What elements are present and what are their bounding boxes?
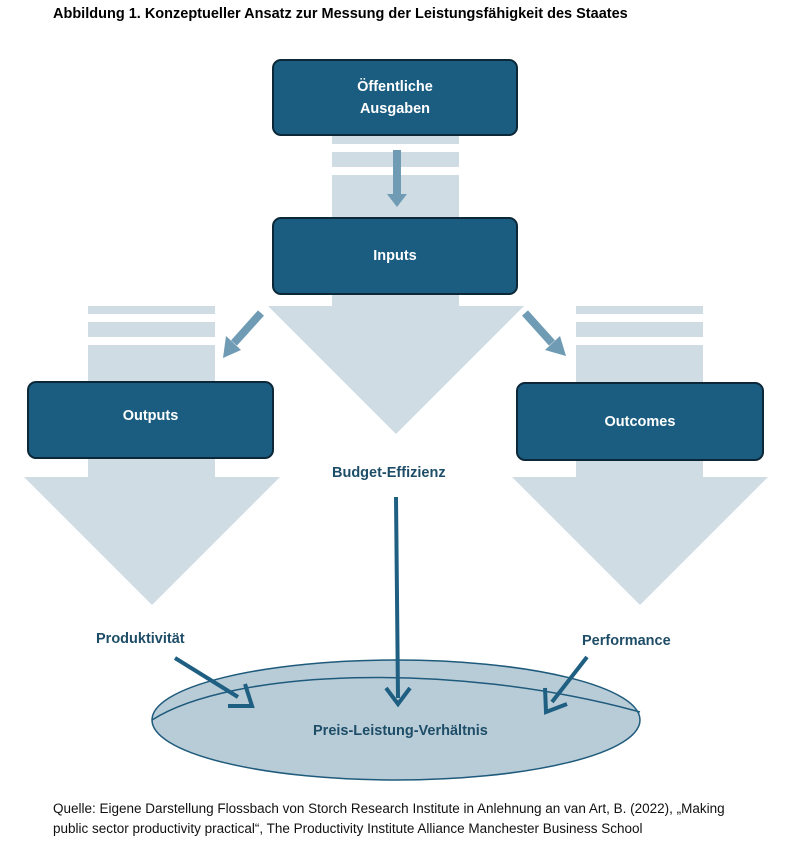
outcomes-big-arrow	[512, 306, 768, 605]
inputs-to-outputs-arrow	[223, 310, 264, 358]
budget-efficiency-to-value-arrow	[384, 496, 412, 708]
inputs-label: Inputs	[373, 248, 417, 264]
outcomes-label: Outcomes	[604, 413, 676, 430]
figure-title: Abbildung 1. Konzeptueller Ansatz zur Me…	[53, 6, 628, 22]
inputs-box: Inputs	[272, 217, 518, 295]
source-note: Quelle: Eigene Darstellung Flossbach von…	[53, 801, 725, 836]
performance-label: Performance	[582, 633, 671, 649]
value-for-money-label: Preis-Leistung-Verhältnis	[313, 723, 488, 739]
public-spending-box: Öffentliche Ausgaben	[272, 59, 518, 136]
productivity-label: Produktivität	[96, 631, 185, 647]
public-spending-label: Öffentliche Ausgaben	[357, 78, 433, 117]
inputs-to-outcomes-arrow	[522, 310, 566, 356]
outputs-label: Outputs	[122, 408, 179, 424]
productivity-to-value-arrow	[173, 656, 255, 708]
outcomes-box: Outcomes	[516, 382, 764, 461]
spending-to-inputs-arrow	[387, 150, 407, 207]
budget-efficiency-label: Budget-Effizienz	[332, 465, 446, 481]
outputs-big-arrow	[24, 306, 280, 605]
outputs-box: Outputs	[27, 381, 274, 459]
performance-to-value-arrow	[543, 655, 589, 715]
inputs-center-big-arrow	[268, 290, 524, 434]
